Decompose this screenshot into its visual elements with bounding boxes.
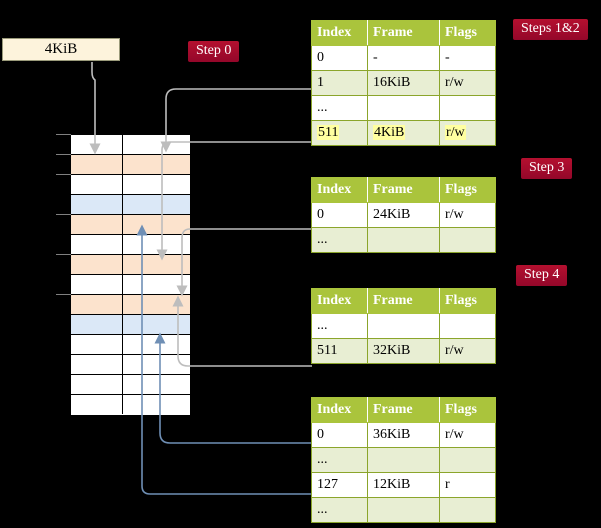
highlight-flags: r/w [445, 125, 466, 140]
cell-frame [367, 447, 440, 473]
memory-tick [56, 154, 71, 155]
table-row[interactable]: 511 32KiB r/w [311, 338, 496, 364]
cell-index: 511 [311, 120, 368, 146]
table-row[interactable]: ... [311, 95, 496, 121]
cell-index: ... [311, 95, 368, 121]
column-header-frame: Frame [367, 288, 440, 314]
cell-flags: r/w [439, 338, 496, 364]
cell-index: 0 [311, 45, 368, 71]
cell-flags: r/w [439, 120, 496, 146]
cell-index: ... [311, 447, 368, 473]
cell-flags [439, 313, 496, 339]
cell-flags [439, 95, 496, 121]
table-row[interactable]: 0 24KiB r/w [311, 202, 496, 228]
table-header-row: Index Frame Flags [311, 397, 496, 423]
memory-tick [56, 254, 71, 255]
memory-cell [71, 135, 190, 155]
table-row[interactable]: 1 16KiB r/w [311, 70, 496, 96]
cell-frame: 32KiB [367, 338, 440, 364]
memory-cell [71, 235, 190, 255]
column-header-index: Index [311, 397, 368, 423]
memory-cell [71, 375, 190, 395]
cell-index: ... [311, 313, 368, 339]
table-header-row: Index Frame Flags [311, 288, 496, 314]
badge-step-4: Step 4 [516, 265, 568, 286]
memory-cell [71, 175, 190, 195]
column-header-flags: Flags [439, 288, 496, 314]
column-header-frame: Frame [367, 177, 440, 203]
cell-index: 0 [311, 202, 368, 228]
page-table-level3: Index Frame Flags 0 36KiB r/w ... 127 12… [311, 397, 496, 523]
cell-frame: 24KiB [367, 202, 440, 228]
badge-steps-1-2: Steps 1&2 [513, 19, 588, 40]
badge-step-0: Step 0 [188, 41, 240, 62]
column-header-frame: Frame [367, 20, 440, 46]
cell-frame [367, 227, 440, 253]
table-row[interactable]: 0 36KiB r/w [311, 422, 496, 448]
cell-flags: r/w [439, 70, 496, 96]
cell-frame [367, 95, 440, 121]
memory-column-divider [122, 135, 123, 414]
cell-flags: - [439, 45, 496, 71]
cell-frame: 12KiB [367, 472, 440, 498]
badge-step-3: Step 3 [521, 158, 573, 179]
cell-flags: r/w [439, 422, 496, 448]
cell-frame [367, 313, 440, 339]
memory-cell [71, 315, 190, 335]
cell-flags [439, 447, 496, 473]
cell-frame: 4KiB [367, 120, 440, 146]
cell-flags [439, 497, 496, 523]
page-table-level1: Index Frame Flags 0 24KiB r/w ... [311, 177, 496, 253]
virtual-address-box: 4KiB [2, 38, 120, 61]
column-header-flags: Flags [439, 397, 496, 423]
memory-cell [71, 335, 190, 355]
table-row[interactable]: ... [311, 497, 496, 523]
table-row[interactable]: ... [311, 313, 496, 339]
memory-tick [56, 294, 71, 295]
cell-index: 0 [311, 422, 368, 448]
cell-index: 511 [311, 338, 368, 364]
page-table-level0: Index Frame Flags 0 - - 1 16KiB r/w ... … [311, 20, 496, 146]
table-header-row: Index Frame Flags [311, 177, 496, 203]
highlight-index: 511 [317, 125, 340, 140]
table-row[interactable]: ... [311, 227, 496, 253]
table-row-highlighted[interactable]: 511 4KiB r/w [311, 120, 496, 146]
memory-cell [71, 275, 190, 295]
memory-cell [71, 295, 190, 315]
cell-flags: r [439, 472, 496, 498]
table-row[interactable]: 0 - - [311, 45, 496, 71]
cell-index: 1 [311, 70, 368, 96]
table-row[interactable]: ... [311, 447, 496, 473]
memory-tick [56, 174, 71, 175]
cell-frame [367, 497, 440, 523]
memory-tick [56, 214, 71, 215]
memory-cell [71, 355, 190, 375]
cell-flags: r/w [439, 202, 496, 228]
page-table-level2: Index Frame Flags ... 511 32KiB r/w [311, 288, 496, 364]
cell-frame: 36KiB [367, 422, 440, 448]
memory-cell [71, 195, 190, 215]
column-header-flags: Flags [439, 177, 496, 203]
cell-index: ... [311, 497, 368, 523]
cell-index: ... [311, 227, 368, 253]
cell-flags [439, 227, 496, 253]
memory-cell [71, 215, 190, 235]
column-header-index: Index [311, 177, 368, 203]
memory-cell [71, 255, 190, 275]
physical-memory-column [70, 134, 191, 416]
cell-frame: - [367, 45, 440, 71]
highlight-frame: 4KiB [373, 125, 406, 140]
column-header-index: Index [311, 20, 368, 46]
column-header-frame: Frame [367, 397, 440, 423]
column-header-flags: Flags [439, 20, 496, 46]
table-row[interactable]: 127 12KiB r [311, 472, 496, 498]
cell-frame: 16KiB [367, 70, 440, 96]
cell-index: 127 [311, 472, 368, 498]
memory-cell [71, 395, 190, 416]
column-header-index: Index [311, 288, 368, 314]
table-header-row: Index Frame Flags [311, 20, 496, 46]
memory-tick [56, 134, 71, 135]
memory-cell [71, 155, 190, 175]
